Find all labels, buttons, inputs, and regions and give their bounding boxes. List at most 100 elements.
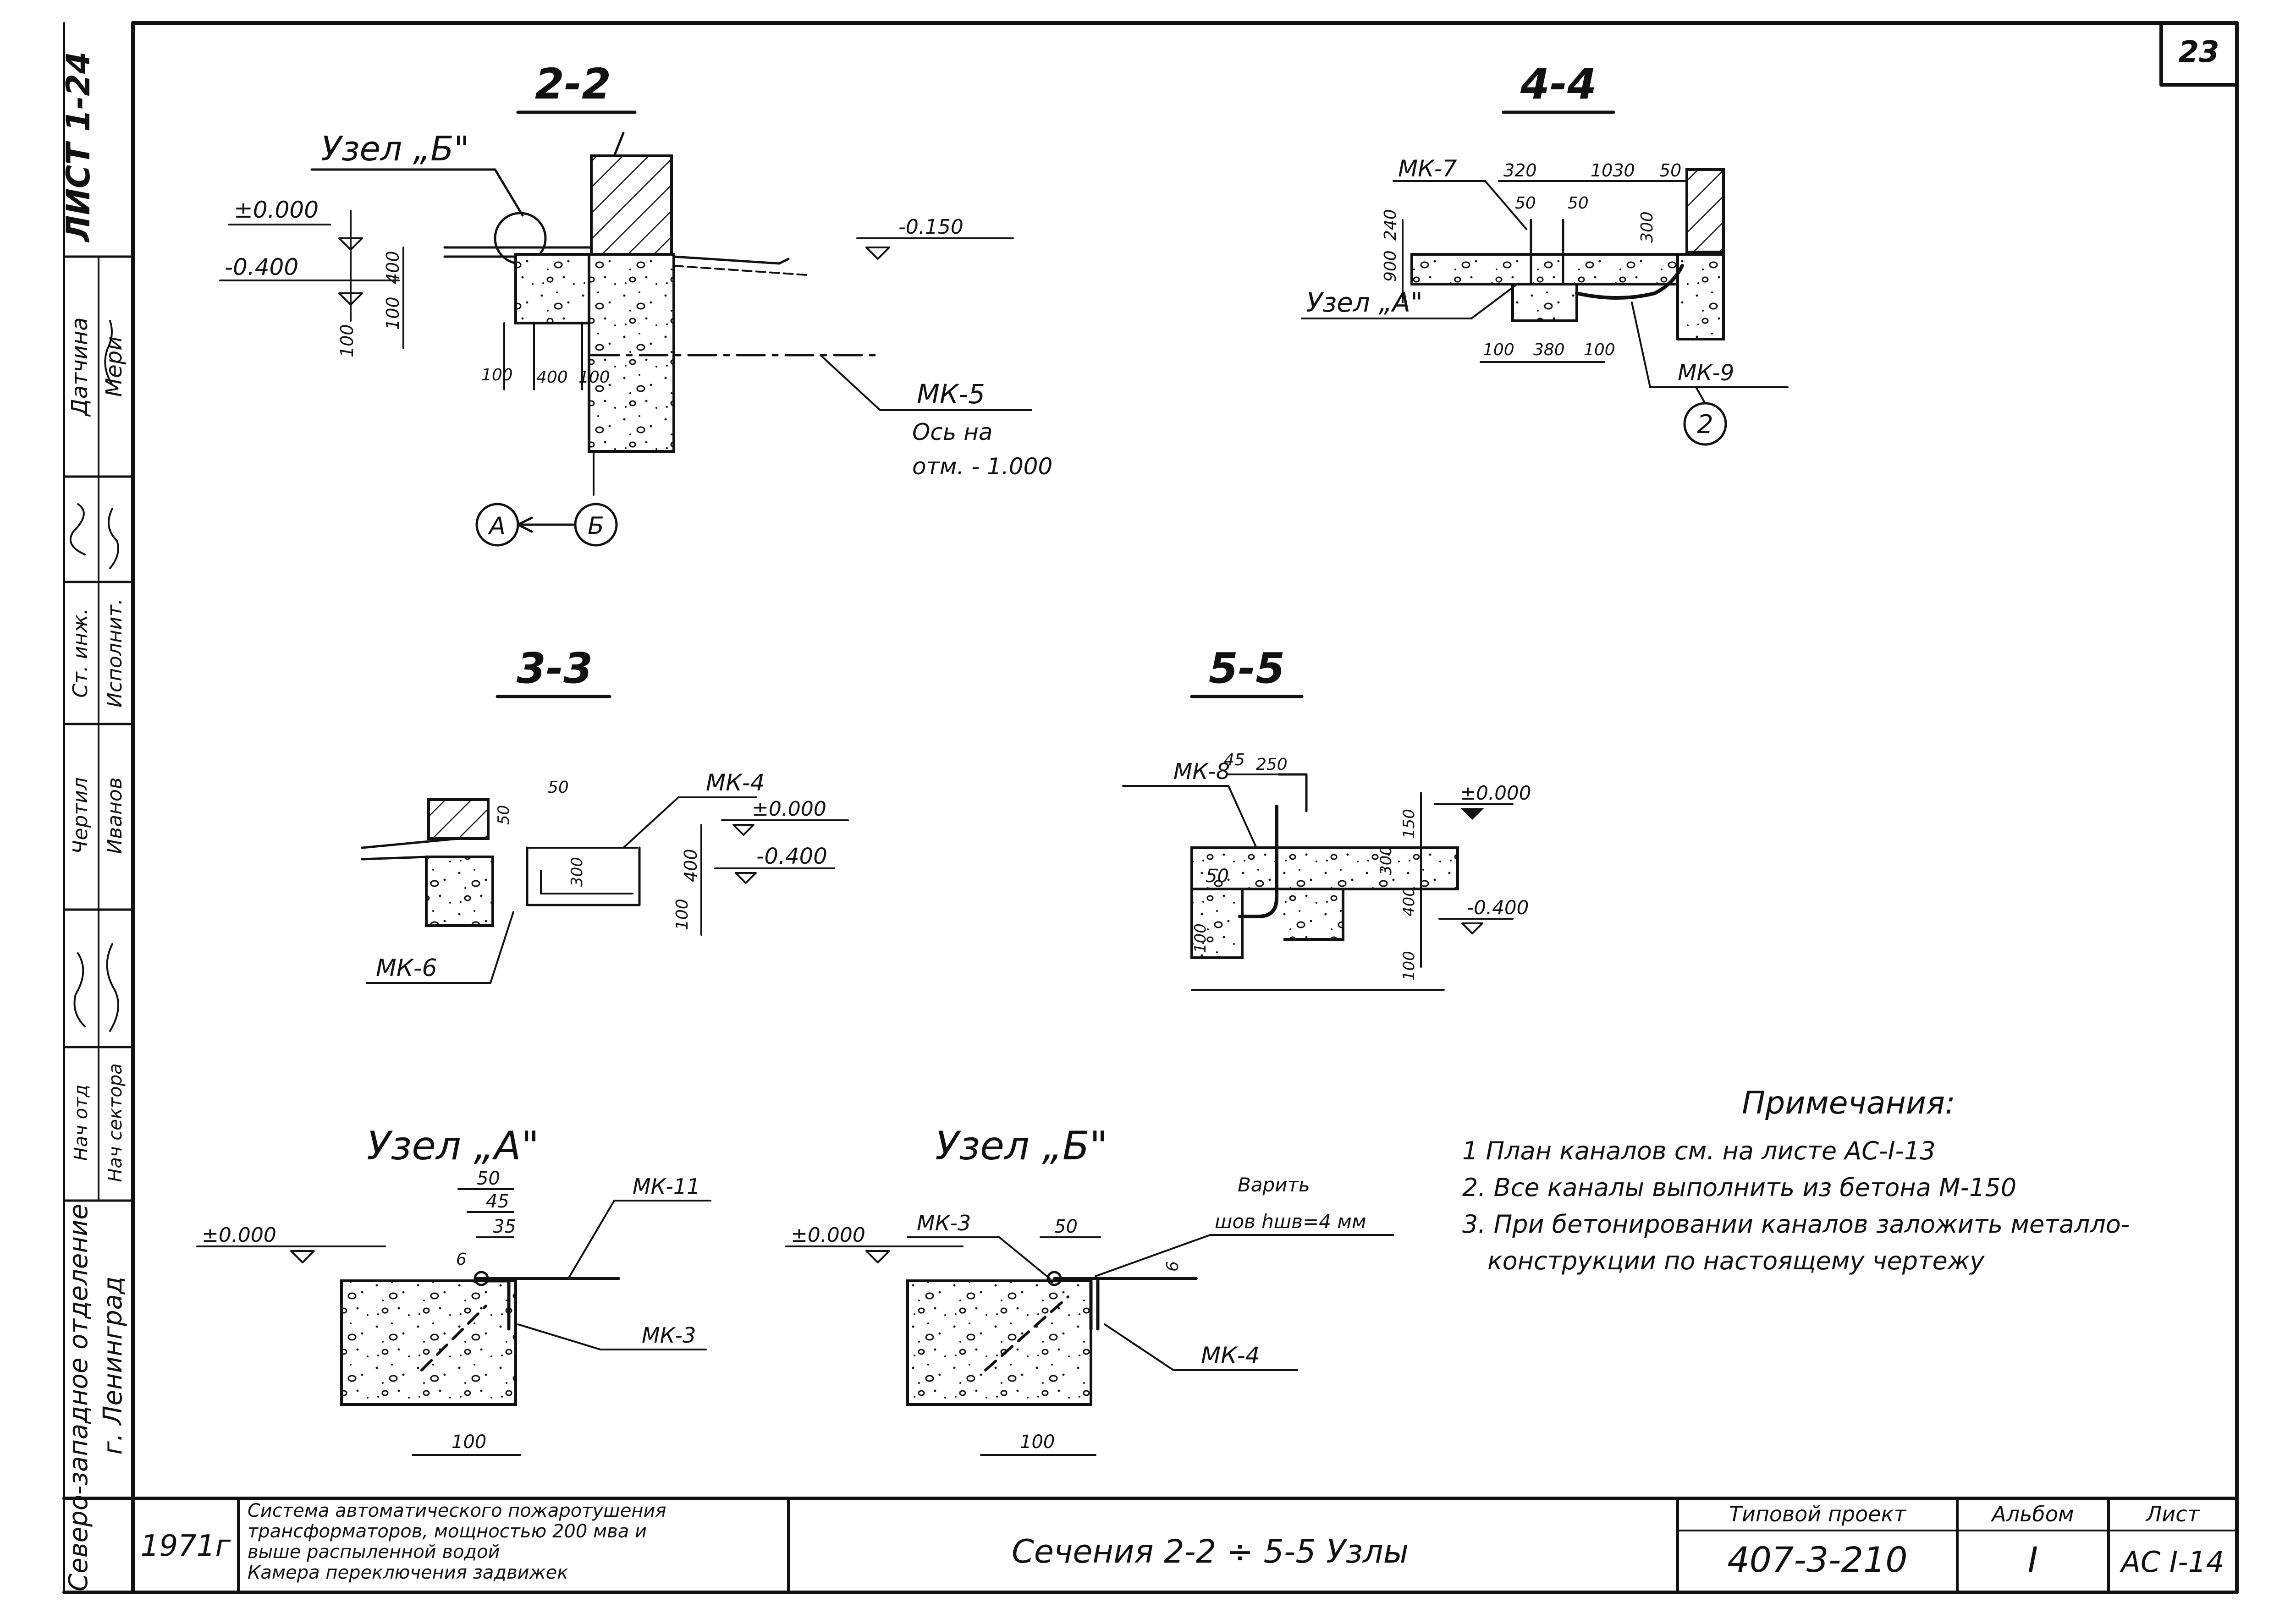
level-0-000: ±0.000 <box>234 197 319 223</box>
node-a-callout: Узел „А" <box>1306 287 1423 318</box>
axis-label: Ось на <box>912 419 993 445</box>
dim-50: 50 <box>477 1168 500 1189</box>
side-role-6: Иванов <box>103 777 127 854</box>
level-minus-0-400: -0.400 <box>225 254 298 280</box>
dim-45: 45 <box>486 1191 509 1212</box>
dim-100: 100 <box>1400 951 1418 981</box>
dim-50-a: 50 <box>1515 194 1536 213</box>
level-0-000: ±0.000 <box>1460 782 1531 804</box>
dim-400-b: 400 <box>536 368 568 387</box>
mk-6-label: МК-6 <box>376 955 437 982</box>
note-3: 3. При бетонировании каналов заложить ме… <box>1462 1210 2130 1239</box>
level-minus-0-400: -0.400 <box>756 844 827 869</box>
dim-300: 300 <box>1377 845 1395 875</box>
mk-4-label: МК-4 <box>1201 1342 1260 1369</box>
tb-desc-3: выше распыленной водой <box>248 1542 500 1563</box>
title-block: 1971г Система автоматического пожаротуше… <box>141 1497 2238 1594</box>
tb-project-number: 407-3-210 <box>1727 1539 1907 1580</box>
dim-50: 50 <box>1054 1216 1078 1237</box>
tb-project-label: Типовой проект <box>1729 1502 1906 1526</box>
dim-400: 400 <box>681 849 701 882</box>
section-4-4-title: 4-4 <box>1520 60 1597 109</box>
bubble-b: Б <box>588 512 604 540</box>
note-1: 1 План каналов см. на листе АС-I-13 <box>1462 1136 1936 1165</box>
dim-45: 45 <box>1224 751 1245 769</box>
dim-50: 50 <box>1206 866 1229 887</box>
mk-8-label: МК-8 <box>1173 759 1230 785</box>
node-b-callout: Узел „Б" <box>321 129 469 169</box>
node-a: Узел „А" ±0.000 50 45 35 6 МК-11 МК-3 10… <box>196 1123 711 1456</box>
mk-5-label: МК-5 <box>917 379 985 410</box>
dim-900: 900 <box>1381 250 1400 282</box>
side-role-8: Нач сектора <box>105 1063 126 1182</box>
dim-50-left: 50 <box>495 805 513 825</box>
node-b: Узел „Б" ±0.000 МК-3 50 6 Варить шов hшв… <box>785 1123 1394 1456</box>
dim-100-b: 100 <box>337 324 357 357</box>
dim-240: 240 <box>1381 209 1400 241</box>
dim-100: 100 <box>673 899 692 930</box>
dim-100-a: 100 <box>383 296 403 330</box>
tb-album-label: Альбом <box>1990 1502 2074 1526</box>
side-stamp-number: ЛИСТ 1-24 <box>60 51 97 242</box>
notes-heading: Примечания: <box>1742 1085 1955 1121</box>
note-2: 2. Все каналы выполнить из бетона М-150 <box>1462 1173 2016 1202</box>
section-3-3: 3-3 50 50 МК-4 ±0.000 -0.400 400 300 100… <box>361 644 849 984</box>
side-role-5: Чертил <box>69 777 92 854</box>
dim-100: 100 <box>1020 1432 1055 1453</box>
dim-50-b: 50 <box>1568 194 1589 213</box>
side-role-4: Исполнит. <box>103 598 127 708</box>
dim-6: 6 <box>1163 1261 1182 1272</box>
dim-300: 300 <box>568 857 586 887</box>
tb-sheet-label: Лист <box>2145 1502 2200 1526</box>
dim-100-left: 100 <box>1483 340 1514 359</box>
dim-100-c: 100 <box>481 366 513 384</box>
section-5-5: 5-5 МК-8 45 250 50 150 300 400 ±0.000 -0… <box>1122 644 1531 991</box>
dim-100-d: 100 <box>578 368 610 387</box>
section-4-4: 4-4 МК-7 320 1030 50 50 50 300 240 900 У… <box>1301 60 1789 446</box>
mk-4-label: МК-4 <box>706 769 765 796</box>
dim-400: 400 <box>1400 887 1418 916</box>
tb-sheet-number: АС I-14 <box>2120 1545 2224 1579</box>
dim-100-right: 100 <box>1584 340 1615 359</box>
level-minus-0-150: -0.150 <box>898 215 964 239</box>
level-minus-0-400: -0.400 <box>1467 896 1529 919</box>
dim-35: 35 <box>493 1216 516 1237</box>
dim-100-side: 100 <box>1191 923 1210 953</box>
dim-100: 100 <box>451 1432 486 1453</box>
side-role-3: Ст. инж. <box>69 608 92 697</box>
axis-level: отм. - 1.000 <box>912 453 1052 480</box>
mk-3-label: МК-3 <box>917 1211 971 1235</box>
weld-label-1: Варить <box>1238 1174 1310 1196</box>
dim-1030: 1030 <box>1591 160 1635 181</box>
page-number: 23 <box>2178 35 2219 69</box>
bubble-2: 2 <box>1697 410 1713 439</box>
note-3-cont: конструкции по настоящему чертежу <box>1487 1246 1985 1275</box>
side-city: г. Ленинград <box>98 1276 128 1454</box>
side-org: Северо-западное отделение <box>64 1204 94 1591</box>
tb-album-number: I <box>2028 1539 2038 1580</box>
side-role-7: Нач отд <box>71 1085 92 1161</box>
mk-3-label: МК-3 <box>642 1323 696 1348</box>
tb-desc-2: трансформаторов, мощностью 200 мва и <box>248 1521 647 1542</box>
level-0-000: ±0.000 <box>752 797 826 821</box>
tb-year: 1971г <box>141 1529 231 1563</box>
dim-380: 380 <box>1533 340 1565 359</box>
level-0-000: ±0.000 <box>791 1223 865 1247</box>
section-2-2: 2-2 Узел „Б" ±0.000 -0.400 400 100 100 -… <box>219 60 1052 547</box>
node-b-title: Узел „Б" <box>935 1123 1107 1169</box>
dim-320: 320 <box>1503 160 1537 181</box>
node-a-title: Узел „А" <box>367 1123 539 1169</box>
tb-desc-4: Камера переключения задвижек <box>248 1562 568 1583</box>
dim-150: 150 <box>1400 809 1418 839</box>
dim-250: 250 <box>1256 755 1288 774</box>
side-stamp: ЛИСТ 1-24 Датчина Мери Ст. инж. Исполнит… <box>60 51 134 1591</box>
dim-6: 6 <box>456 1250 467 1269</box>
bubble-a: А <box>488 512 506 540</box>
side-role-1: Датчина <box>67 317 93 417</box>
tb-sheet-title: Сечения 2-2 ÷ 5-5 Узлы <box>1012 1533 1409 1570</box>
section-5-5-title: 5-5 <box>1209 644 1285 693</box>
dim-50-top: 50 <box>548 778 569 797</box>
mk-11-label: МК-11 <box>633 1174 700 1199</box>
section-3-3-title: 3-3 <box>517 644 593 693</box>
